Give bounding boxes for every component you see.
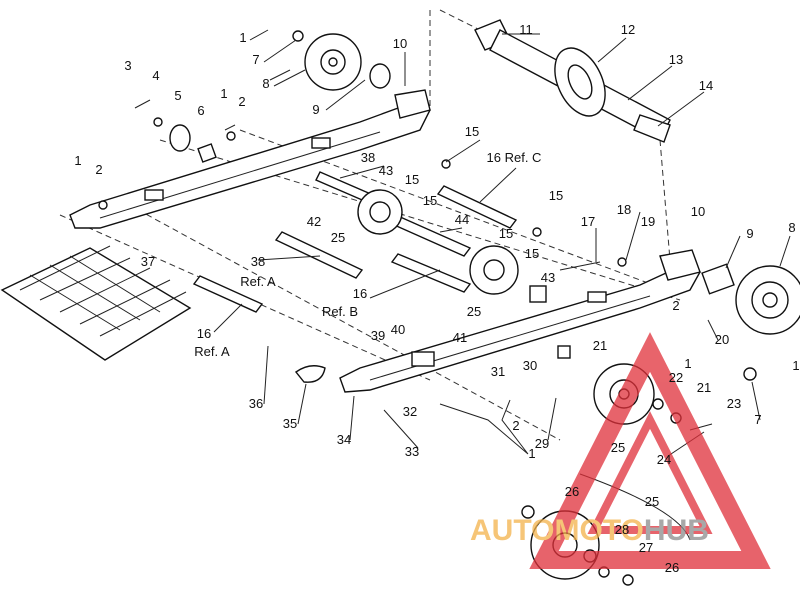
part-label: 2 — [238, 94, 245, 109]
part-label: 1 — [74, 153, 81, 168]
part-label: 2 — [672, 298, 679, 313]
part-label: 22 — [669, 370, 683, 385]
part-label: 30 — [523, 358, 537, 373]
part-label: 11 — [519, 22, 533, 37]
part-label: 44 — [455, 212, 469, 227]
part-label: 3 — [124, 58, 131, 73]
part-label: 24 — [657, 452, 671, 467]
left-rail-upper — [69, 89, 431, 229]
part-label: 12 — [621, 22, 635, 37]
part-label: 35 — [283, 416, 297, 431]
part-label: 9 — [746, 226, 753, 241]
part-label: 25 — [645, 494, 659, 509]
part-label: 15 — [549, 188, 563, 203]
part-label: 36 — [249, 396, 263, 411]
part-label: 43 — [541, 270, 555, 285]
part-label: 21 — [697, 380, 711, 395]
svg-text:AUTOMOTOHUB: AUTOMOTOHUB — [470, 514, 709, 547]
part-label: 1 — [684, 356, 691, 371]
part-label: 32 — [403, 404, 417, 419]
part-label: 6 — [197, 103, 204, 118]
part-label: 15 — [405, 172, 419, 187]
right-rail-lower — [339, 249, 701, 393]
part-label: 16 Ref. C — [487, 150, 542, 165]
part-label: 7 — [754, 412, 761, 427]
part-label: 41 — [453, 330, 467, 345]
part-label: 34 — [337, 432, 351, 447]
part-label: 43 — [379, 163, 393, 178]
top-shaft-assembly — [474, 19, 671, 143]
part-label: 38 — [361, 150, 375, 165]
part-label: Ref. A — [194, 344, 230, 359]
part-label: 25 — [331, 230, 345, 245]
part-label: 8 — [788, 220, 795, 235]
track-section — [0, 245, 192, 361]
watermark-text-part2: HUB — [644, 514, 709, 547]
part-label: 23 — [727, 396, 741, 411]
part-label: 28 — [615, 522, 629, 537]
part-label: Ref. A — [240, 274, 276, 289]
part-label: 21 — [593, 338, 607, 353]
rods — [192, 171, 518, 313]
part-label: 16 — [197, 326, 211, 341]
part-label: 9 — [312, 102, 319, 117]
part-label: Ref. B — [322, 304, 358, 319]
part-label: 8 — [262, 76, 269, 91]
part-label: 42 — [307, 214, 321, 229]
part-label: 15 — [499, 226, 513, 241]
watermark-text-part1: AUTOMOTO — [470, 514, 644, 547]
part-label: 31 — [491, 364, 505, 379]
part-label: 17 — [581, 214, 595, 229]
part-label: 27 — [639, 540, 653, 555]
part-label: 15 — [423, 193, 437, 208]
part-label: 40 — [391, 322, 405, 337]
part-label: 20 — [715, 332, 729, 347]
part-label: 19 — [641, 214, 655, 229]
part-label: 7 — [252, 52, 259, 67]
part-label: 26 — [665, 560, 679, 575]
part-label: 1 — [528, 446, 535, 461]
part-label: 37 — [141, 254, 155, 269]
part-label: 15 — [525, 246, 539, 261]
part-label: 10 — [691, 204, 705, 219]
part-label: 14 — [699, 78, 713, 93]
part-label: 29 — [535, 436, 549, 451]
part-label: 15 — [465, 124, 479, 139]
part-label: 5 — [174, 88, 181, 103]
part-label: 26 — [565, 484, 579, 499]
part-label: 18 — [617, 202, 631, 217]
part-label: 39 — [371, 328, 385, 343]
watermark-triangle-logo — [529, 332, 771, 569]
part-label: 1 — [792, 358, 799, 373]
part-label: 33 — [405, 444, 419, 459]
part-label: 10 — [393, 36, 407, 51]
part-label: 1 — [220, 86, 227, 101]
watermark: AUTOMOTOHUB — [470, 332, 771, 569]
part-label: 38 — [251, 254, 265, 269]
watermark-inner-triangle — [587, 411, 713, 534]
part-label: 4 — [152, 68, 159, 83]
part-label: 2 — [512, 418, 519, 433]
part-label: 13 — [669, 52, 683, 67]
part-label: 25 — [467, 304, 481, 319]
part-label: 25 — [611, 440, 625, 455]
part-label: 2 — [95, 162, 102, 177]
part-label: 1 — [239, 30, 246, 45]
part-label: 16 — [353, 286, 367, 301]
